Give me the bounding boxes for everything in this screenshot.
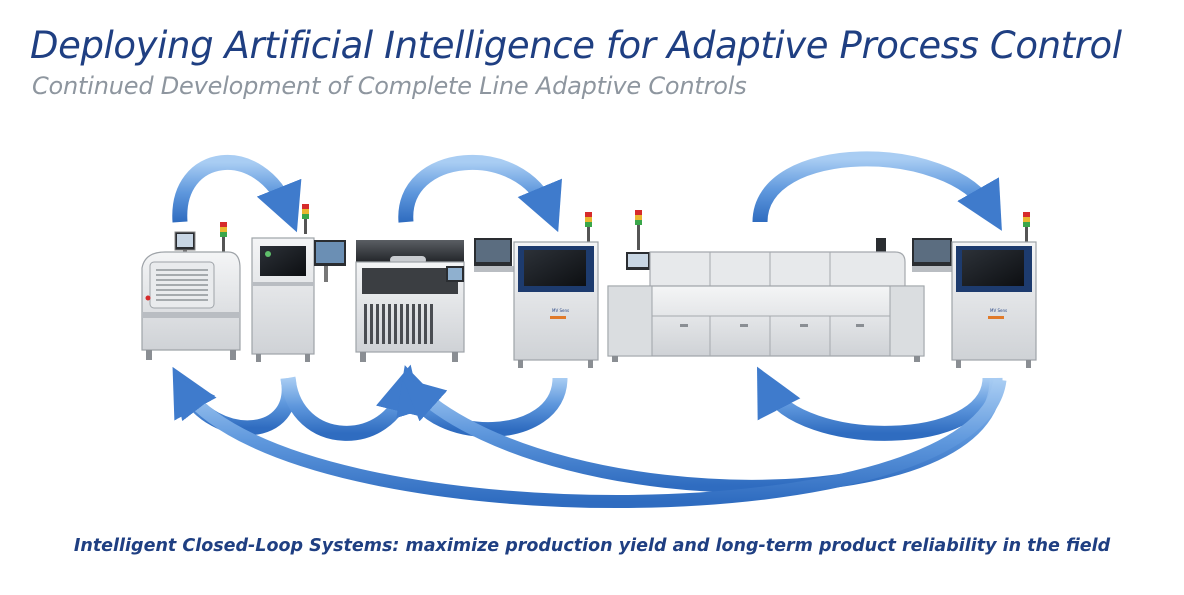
machine-pre-reflow-aoi: MV Sens: [474, 212, 599, 368]
arrow-postaoi-to-oven: [756, 366, 998, 441]
slide-title: Deploying Artificial Intelligence for Ad…: [30, 24, 1122, 67]
machine-post-reflow-aoi: MV Sens: [912, 212, 1037, 368]
machine-spi: [251, 204, 346, 362]
arrow-oven-to-aoi: [752, 151, 1002, 231]
machine-reflow-oven: [607, 210, 925, 362]
arrow-placement-to-aoi: [398, 154, 562, 233]
arrow-spi-to-placement: [280, 364, 423, 441]
slide-subtitle: Continued Development of Complete Line A…: [32, 72, 747, 100]
feed-forward-arrows: [172, 151, 1002, 233]
arrow-printer-to-spi: [172, 155, 302, 233]
aoi-label-2: MV Sens: [990, 308, 1007, 313]
aoi-label-1: MV Sens: [552, 308, 569, 313]
machine-solder-paste-printer: [141, 222, 241, 360]
feedback-arrows: [172, 364, 1007, 509]
caption: Intelligent Closed-Loop Systems: maximiz…: [73, 536, 1111, 556]
machine-pick-and-place: [355, 240, 465, 362]
arrow-postaoi-to-printer: [173, 375, 1007, 509]
